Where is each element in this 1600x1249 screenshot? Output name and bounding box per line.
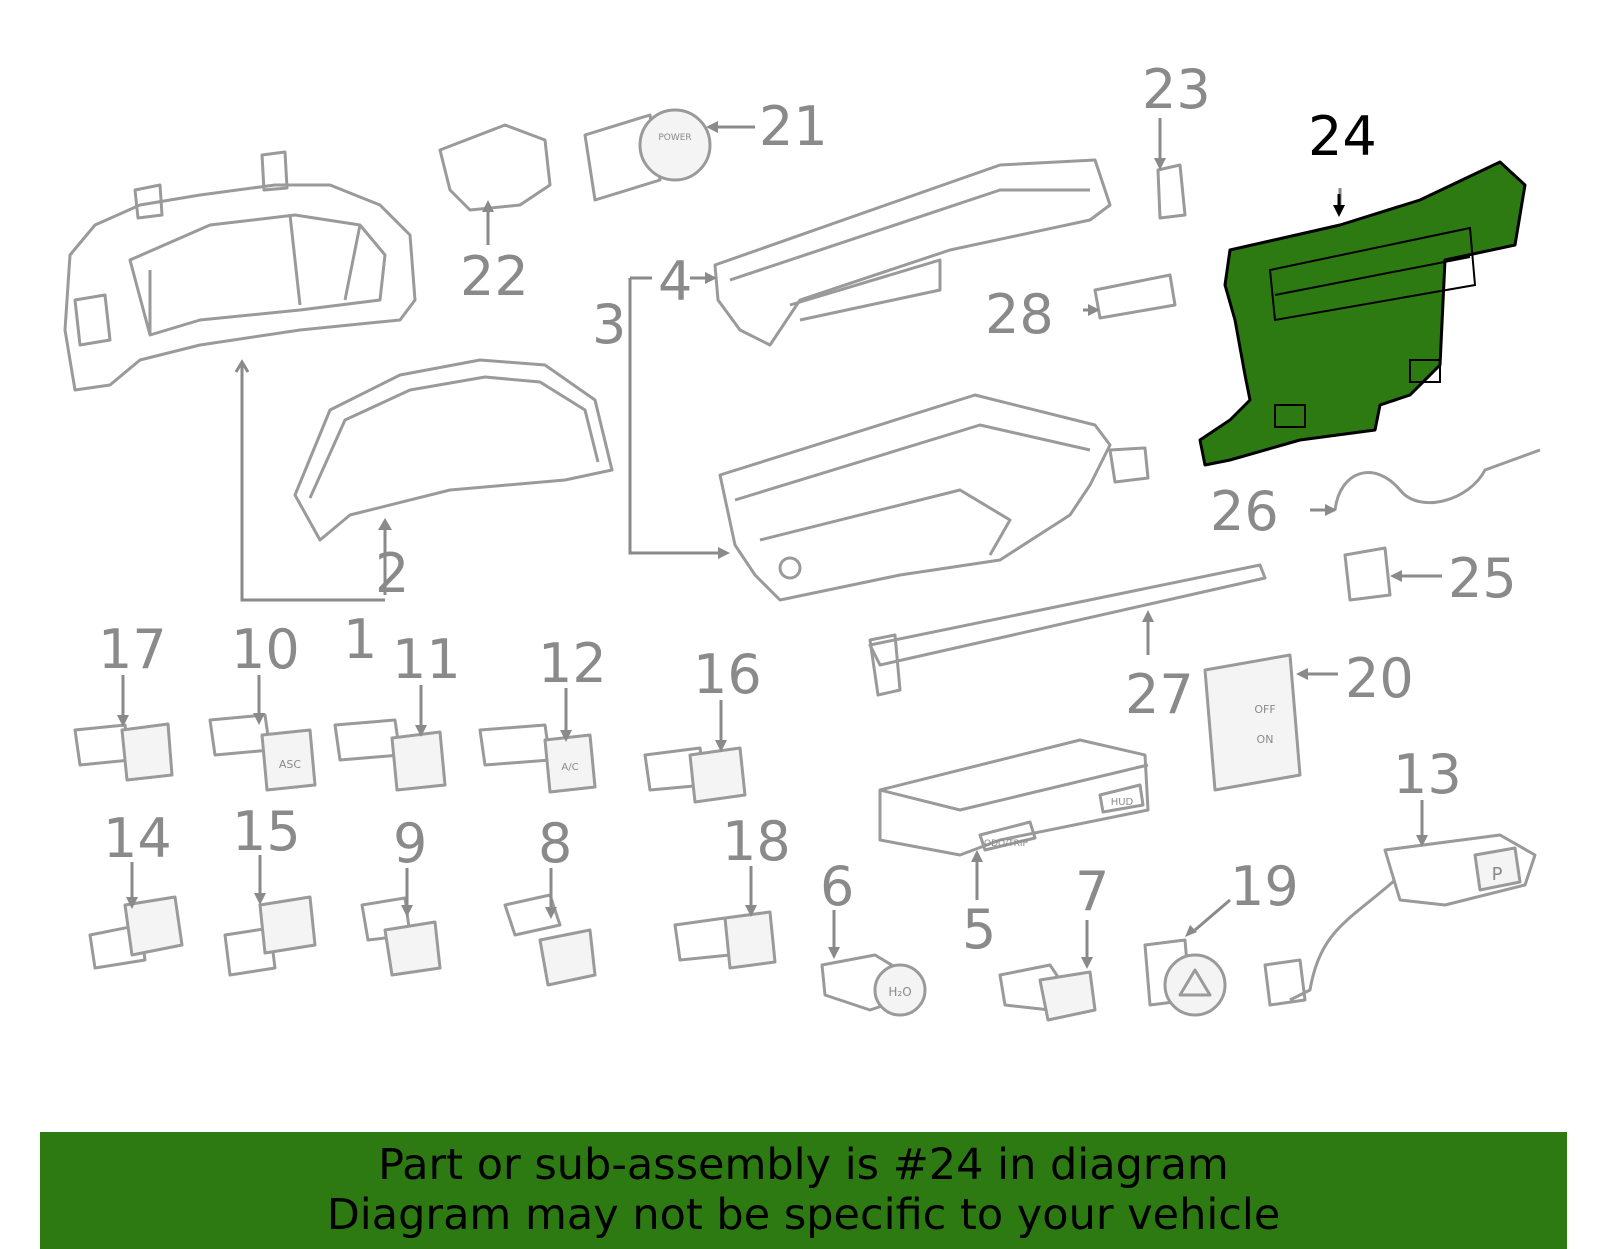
callout-25: 25 (1448, 547, 1517, 610)
part-23-clip[interactable] (1156, 163, 1187, 220)
part-6-switch[interactable]: H₂O (820, 953, 927, 1017)
callout-20: 20 (1345, 647, 1414, 710)
part-1-cluster-housing[interactable] (63, 150, 417, 392)
part-5-switch-panel[interactable]: ODO/TRIP HUD (878, 738, 1150, 857)
callout-22: 22 (460, 245, 529, 308)
ac-label: A/C (561, 762, 578, 773)
part-14-switch[interactable] (88, 895, 184, 970)
callout-3: 3 (592, 293, 626, 356)
callout-9: 9 (393, 812, 427, 875)
info-banner: Part or sub-assembly is #24 in diagram D… (40, 1132, 1567, 1249)
part-22-steering-lock[interactable] (438, 123, 552, 212)
callout-11: 11 (392, 628, 461, 691)
p-label: P (1492, 864, 1503, 885)
callout-16: 16 (693, 643, 762, 706)
asc-label: ASC (279, 758, 302, 771)
part-19-hazard-switch[interactable] (1143, 938, 1227, 1017)
callout-21: 21 (759, 95, 828, 158)
off-label: OFF (1254, 703, 1275, 716)
part-2-cluster-lens[interactable] (293, 358, 614, 542)
part-15-switch[interactable] (223, 895, 317, 977)
callout-6: 6 (820, 855, 854, 918)
callout-labels: 1 2 3 4 5 6 7 8 9 10 11 12 13 14 15 16 1… (98, 58, 1517, 961)
part-8-switch[interactable] (503, 893, 597, 987)
part-21-power-switch[interactable]: POWER (583, 108, 712, 202)
callout-15: 15 (232, 800, 301, 863)
part-28-connector[interactable] (1093, 273, 1177, 320)
callout-1: 1 (343, 608, 377, 671)
part-7-switch[interactable] (998, 963, 1097, 1022)
part-17-switch[interactable] (73, 722, 174, 782)
callout-27: 27 (1125, 663, 1194, 726)
part-27-trim-bar[interactable] (868, 563, 1267, 697)
callout-2: 2 (375, 542, 409, 605)
callout-5: 5 (962, 898, 996, 961)
callout-7: 7 (1075, 860, 1109, 923)
part-12-switch[interactable]: A/C (478, 723, 597, 794)
part-20-switch-panel[interactable]: OFF ON (1203, 653, 1302, 792)
callout-12: 12 (538, 632, 607, 695)
h2o-label: H₂O (888, 985, 911, 999)
part-4-dash-trim[interactable] (713, 158, 1112, 347)
callout-23: 23 (1142, 58, 1211, 121)
arrow-head-24 (1333, 205, 1345, 217)
part-18-switch[interactable] (673, 910, 777, 970)
callout-28: 28 (985, 283, 1054, 346)
part-13-shift-selector[interactable]: P (1263, 833, 1537, 1007)
part-25-connector[interactable] (1343, 546, 1392, 602)
part-16-switch[interactable] (643, 746, 747, 804)
part-26-hose[interactable] (1333, 448, 1541, 511)
hud-label: HUD (1111, 797, 1134, 808)
part-11-switch[interactable] (333, 718, 447, 792)
callout-14: 14 (103, 807, 172, 870)
on-label: ON (1257, 733, 1274, 746)
arrow-heads (117, 121, 1428, 969)
callout-24: 24 (1308, 105, 1377, 168)
power-label: POWER (658, 133, 691, 143)
callout-10: 10 (231, 618, 300, 681)
odo-trip-label: ODO/TRIP (984, 839, 1029, 849)
callout-4: 4 (658, 250, 692, 313)
banner-line-1: Part or sub-assembly is #24 in diagram (378, 1140, 1229, 1190)
part-10-switch[interactable]: ASC (208, 713, 317, 792)
callout-8: 8 (538, 812, 572, 875)
callout-18: 18 (722, 810, 791, 873)
part-3-dash-panel[interactable] (718, 393, 1150, 602)
banner-line-2: Diagram may not be specific to your vehi… (326, 1190, 1281, 1240)
callout-26: 26 (1210, 480, 1279, 543)
callout-19: 19 (1230, 855, 1299, 918)
callout-13: 13 (1393, 743, 1462, 806)
part-9-switch[interactable] (360, 896, 442, 977)
part-24-climate-control-panel[interactable] (1198, 160, 1527, 467)
callout-17: 17 (98, 618, 167, 681)
